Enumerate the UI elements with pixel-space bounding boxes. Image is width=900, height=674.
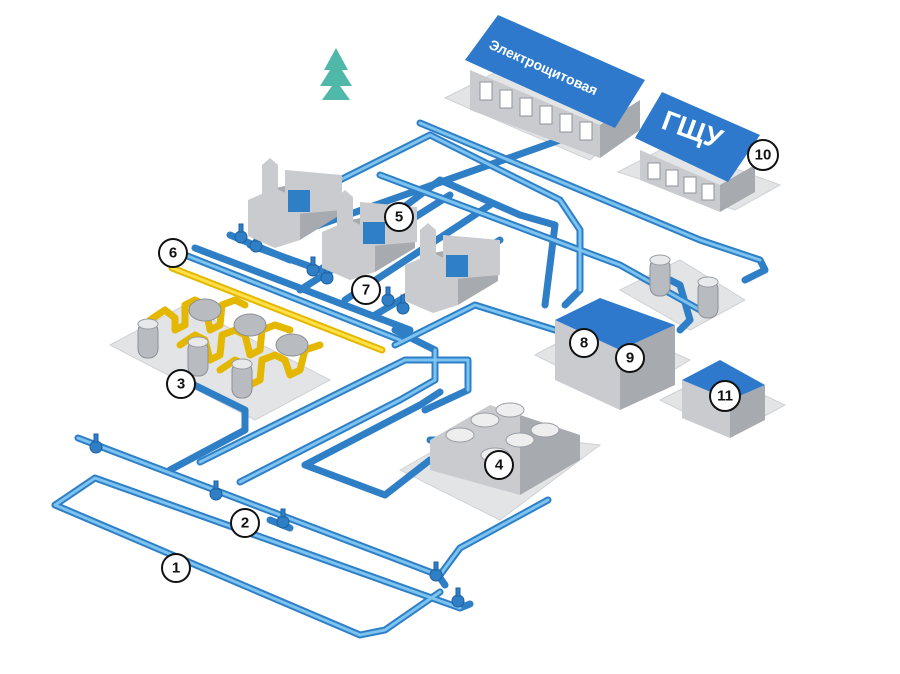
callout-5: 5 xyxy=(384,202,414,232)
callout-9: 9 xyxy=(615,343,645,373)
water-pipe-highlights xyxy=(53,121,762,637)
turbine-units xyxy=(248,158,500,313)
callout-7-label: 7 xyxy=(362,282,370,299)
switchgear-building xyxy=(465,15,645,158)
gas-pipe-highlights xyxy=(170,266,384,352)
callout-7: 7 xyxy=(351,275,381,305)
callout-2: 2 xyxy=(230,508,260,538)
callout-9-label: 9 xyxy=(626,350,634,367)
callout-4-label: 4 xyxy=(495,457,504,474)
callout-4: 4 xyxy=(484,450,514,480)
tree-icon xyxy=(320,48,352,100)
callout-6-label: 6 xyxy=(169,245,177,262)
valve-icons xyxy=(89,223,465,608)
callout-1: 1 xyxy=(161,553,191,583)
control-building xyxy=(635,92,760,212)
callout-6: 6 xyxy=(158,238,188,268)
callout-8-label: 8 xyxy=(580,335,588,352)
callout-3-label: 3 xyxy=(177,376,185,393)
callout-8: 8 xyxy=(569,328,599,358)
storage-tanks xyxy=(649,254,719,319)
callout-5-label: 5 xyxy=(395,209,403,226)
callout-11: 11 xyxy=(709,380,741,412)
callout-10: 10 xyxy=(747,139,779,171)
callout-2-label: 2 xyxy=(241,515,249,532)
callout-1-label: 1 xyxy=(172,560,180,577)
callout-10-label: 10 xyxy=(755,147,772,164)
callout-11-label: 11 xyxy=(717,388,733,405)
gas-tanks xyxy=(137,298,309,399)
building-8-9 xyxy=(555,298,675,410)
callout-3: 3 xyxy=(166,369,196,399)
